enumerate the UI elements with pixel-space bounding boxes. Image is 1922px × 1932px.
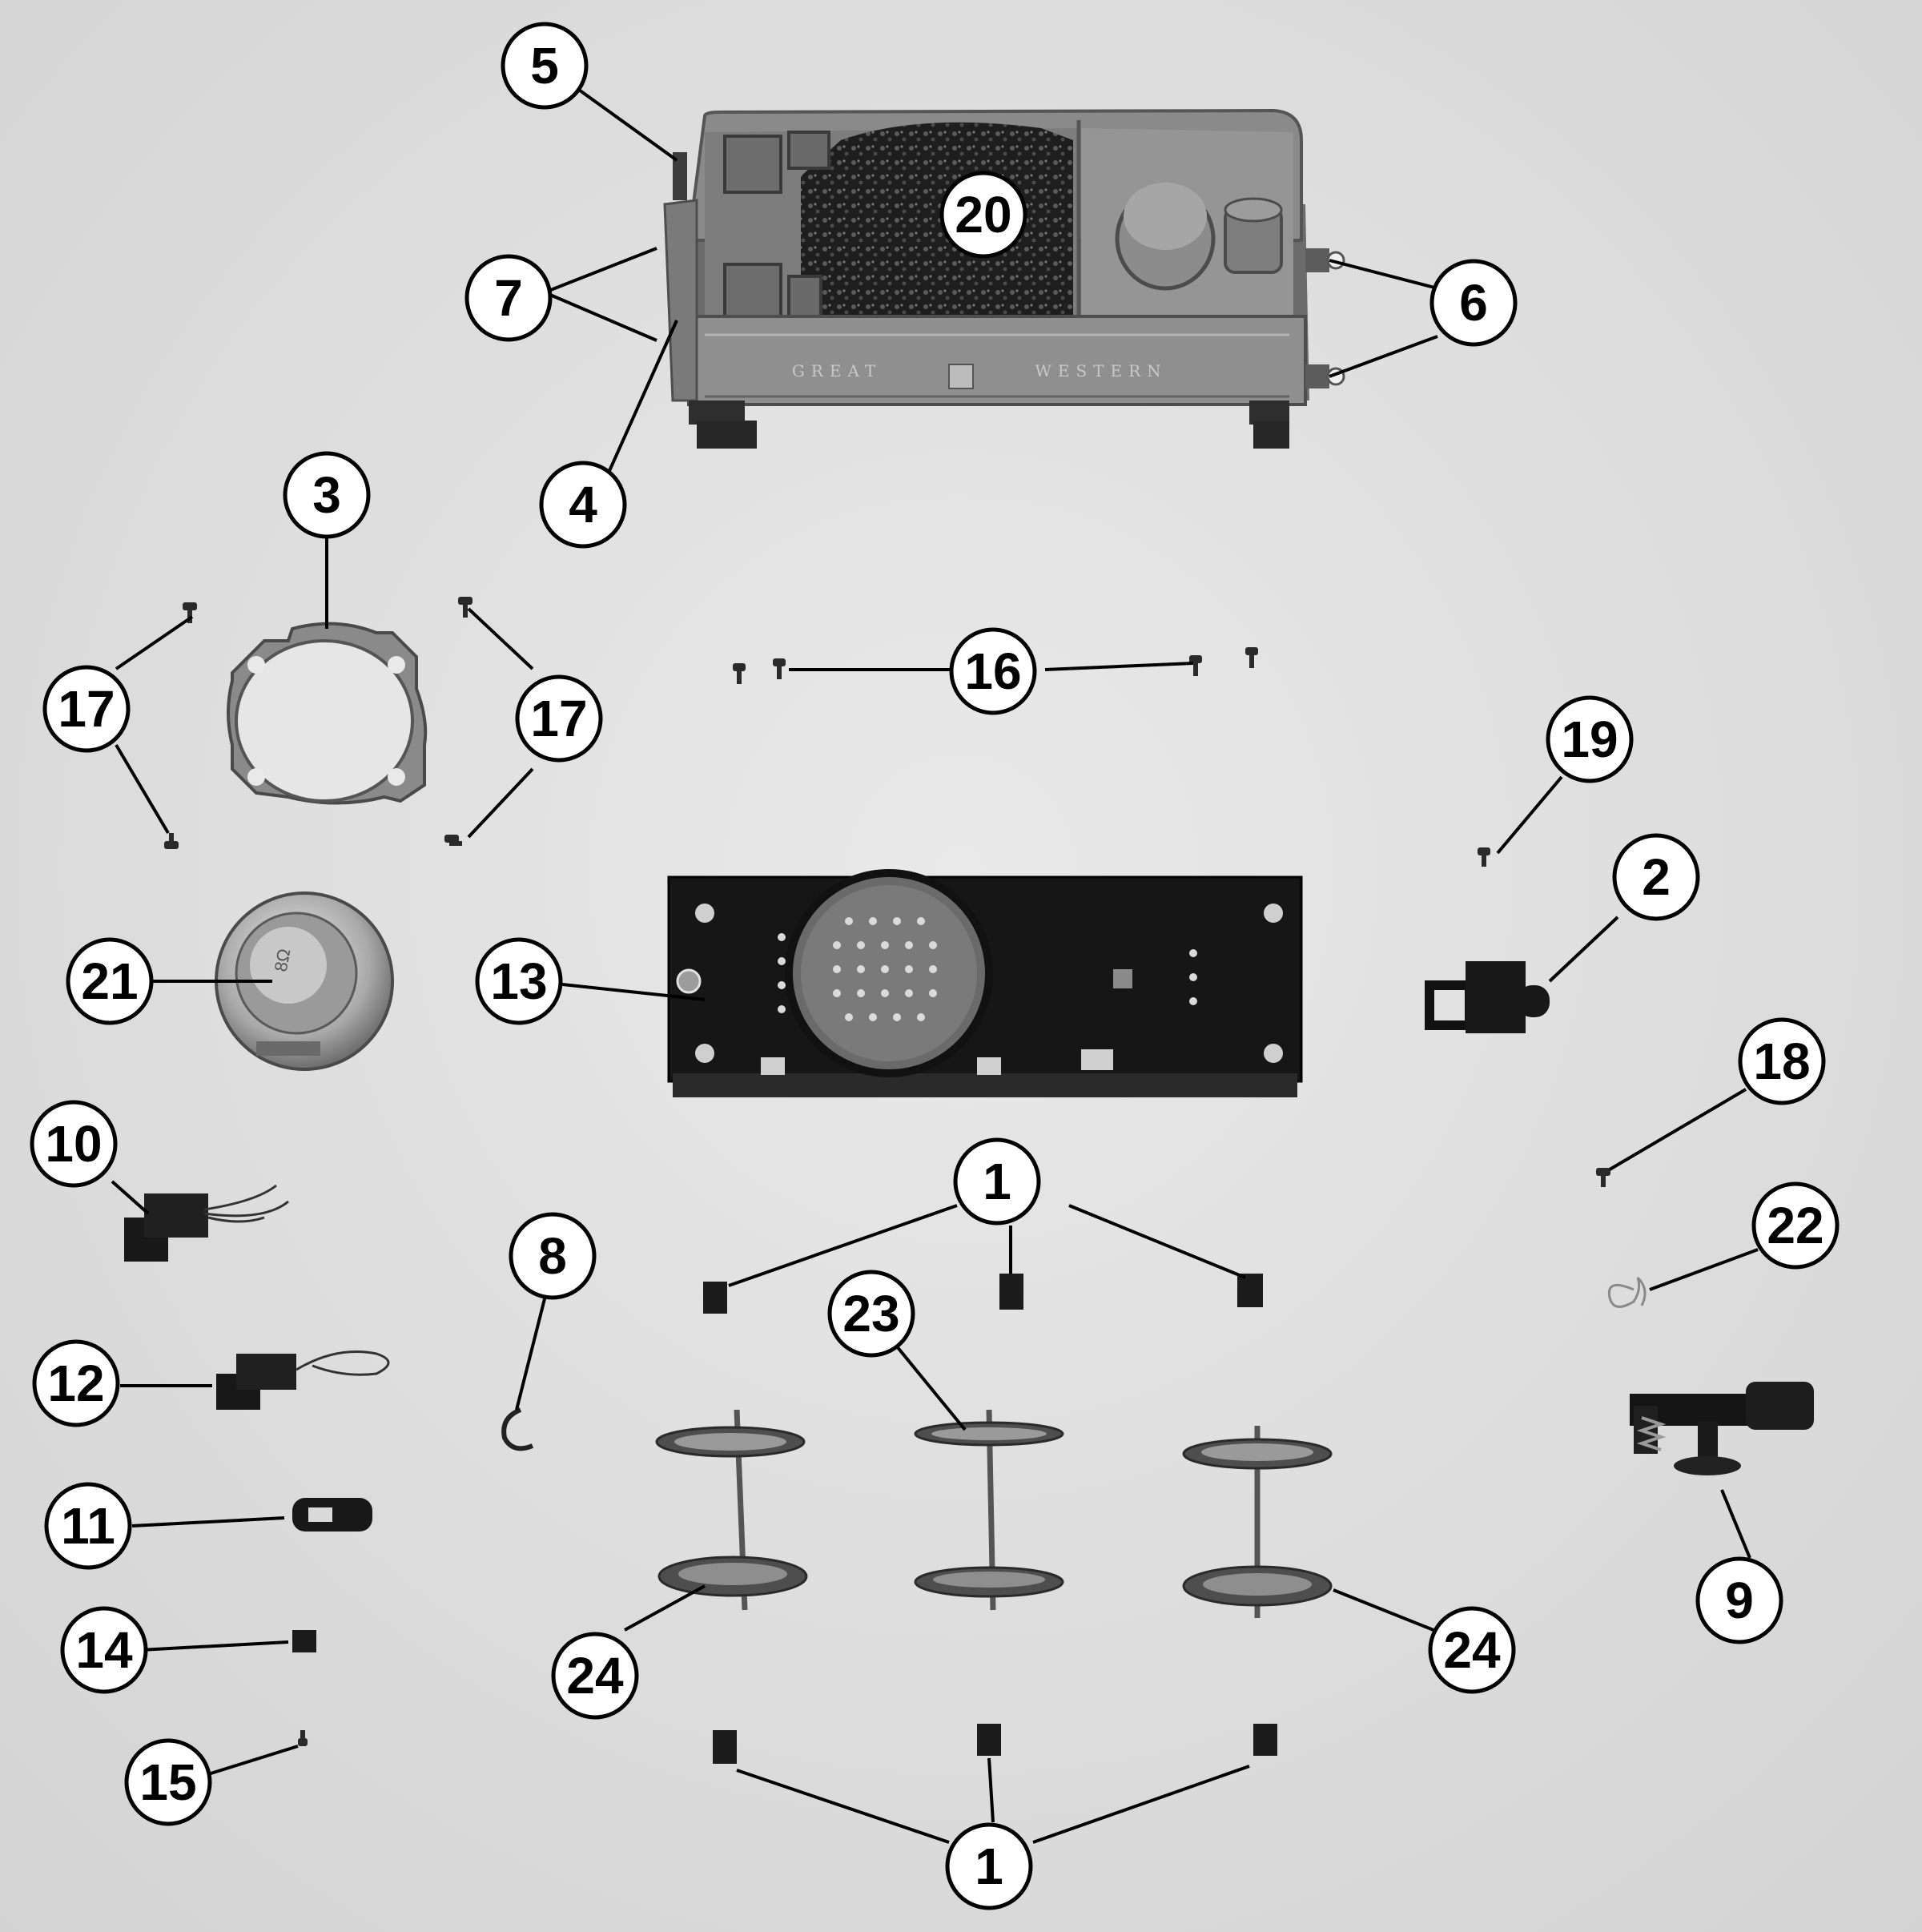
- callout-13-label: 13: [490, 952, 547, 1010]
- crest-emblem: [948, 364, 974, 389]
- callout-6: 6: [1429, 259, 1518, 347]
- wheelset-left: [655, 1409, 808, 1611]
- callout-16-label: 16: [964, 642, 1021, 700]
- callout-24-left: 24: [551, 1632, 639, 1720]
- tender-body: GREAT WESTERN: [663, 108, 1345, 449]
- callout-9: 9: [1695, 1556, 1783, 1644]
- callout-5: 5: [501, 22, 589, 110]
- callout-20: 20: [939, 171, 1027, 259]
- callout-19: 19: [1546, 695, 1634, 783]
- callout-8: 8: [509, 1212, 597, 1300]
- axle-boxes-top: [703, 1274, 1263, 1314]
- callout-17-left-label: 17: [58, 680, 115, 738]
- callout-18: 18: [1738, 1017, 1826, 1105]
- callout-9-label: 9: [1725, 1572, 1754, 1629]
- callout-19-label: 19: [1561, 710, 1618, 768]
- retaining-clip-8: [501, 1407, 534, 1451]
- pickup-10: [124, 1184, 289, 1262]
- coupler-assembly: [1630, 1382, 1814, 1475]
- tender-lettering-right: WESTERN: [1035, 361, 1167, 380]
- callout-21-label: 21: [81, 952, 138, 1010]
- callout-15: 15: [124, 1738, 212, 1826]
- callout-15-label: 15: [139, 1753, 196, 1811]
- callout-17-right-label: 17: [530, 690, 587, 747]
- callout-11-label: 11: [61, 1497, 115, 1555]
- callout-23-label: 23: [842, 1285, 899, 1342]
- callout-18-label: 18: [1753, 1032, 1810, 1090]
- callout-20-label: 20: [955, 186, 1011, 244]
- coal-load: [801, 122, 1073, 316]
- callout-12: 12: [32, 1339, 120, 1427]
- tender-lettering-left: GREAT: [792, 361, 882, 380]
- callout-1-top-label: 1: [983, 1153, 1011, 1210]
- callout-4: 4: [539, 461, 627, 549]
- screw-15: [298, 1730, 308, 1746]
- callout-16: 16: [949, 627, 1037, 715]
- callout-10: 10: [30, 1100, 118, 1188]
- bracket-screw: [1596, 1168, 1610, 1187]
- coupler-mount: [1425, 961, 1550, 1033]
- callout-24-right: 24: [1428, 1606, 1516, 1694]
- contact-plate-11: [292, 1498, 372, 1532]
- callout-4-label: 4: [569, 476, 597, 533]
- callout-3-label: 3: [312, 466, 341, 524]
- callout-6-label: 6: [1459, 274, 1488, 332]
- coupler-screw: [1478, 847, 1490, 867]
- callout-12-label: 12: [47, 1354, 104, 1412]
- callout-17-left: 17: [42, 665, 131, 753]
- callout-1-bottom: 1: [945, 1822, 1033, 1910]
- axle-boxes-bottom: [713, 1724, 1277, 1764]
- callout-5-label: 5: [530, 37, 559, 95]
- callout-10-label: 10: [45, 1115, 102, 1173]
- callout-1-top: 1: [953, 1137, 1041, 1226]
- tender-chassis: [667, 869, 1303, 1097]
- callout-2: 2: [1612, 833, 1700, 921]
- callout-24-left-label: 24: [566, 1647, 624, 1705]
- callout-24-right-label: 24: [1443, 1621, 1501, 1679]
- callout-17-right: 17: [515, 674, 603, 763]
- callout-22-label: 22: [1767, 1197, 1823, 1254]
- callout-14: 14: [60, 1606, 148, 1694]
- mount-ring-screws: [164, 597, 472, 849]
- block-14: [292, 1630, 316, 1652]
- callout-7-label: 7: [494, 269, 523, 327]
- speaker-marking: 8Ω: [271, 947, 295, 973]
- callout-11: 11: [44, 1482, 132, 1570]
- callout-21: 21: [66, 937, 154, 1025]
- callout-7: 7: [464, 254, 553, 342]
- wheelset-right: [1182, 1426, 1333, 1618]
- callout-2-label: 2: [1642, 848, 1671, 906]
- callout-1-bottom-label: 1: [975, 1837, 1003, 1895]
- speaker-mount-ring: [227, 622, 428, 805]
- chassis-screws: [733, 647, 1258, 684]
- wheelset-middle: [914, 1409, 1064, 1611]
- callout-22: 22: [1751, 1181, 1840, 1270]
- callout-23: 23: [827, 1270, 915, 1358]
- callout-3: 3: [283, 451, 371, 539]
- callout-8-label: 8: [538, 1227, 567, 1285]
- callout-13: 13: [475, 937, 563, 1025]
- spring-clip: [1607, 1276, 1647, 1308]
- pickup-12: [216, 1350, 390, 1410]
- callout-14-label: 14: [75, 1621, 133, 1679]
- speaker: 8Ω: [215, 892, 394, 1071]
